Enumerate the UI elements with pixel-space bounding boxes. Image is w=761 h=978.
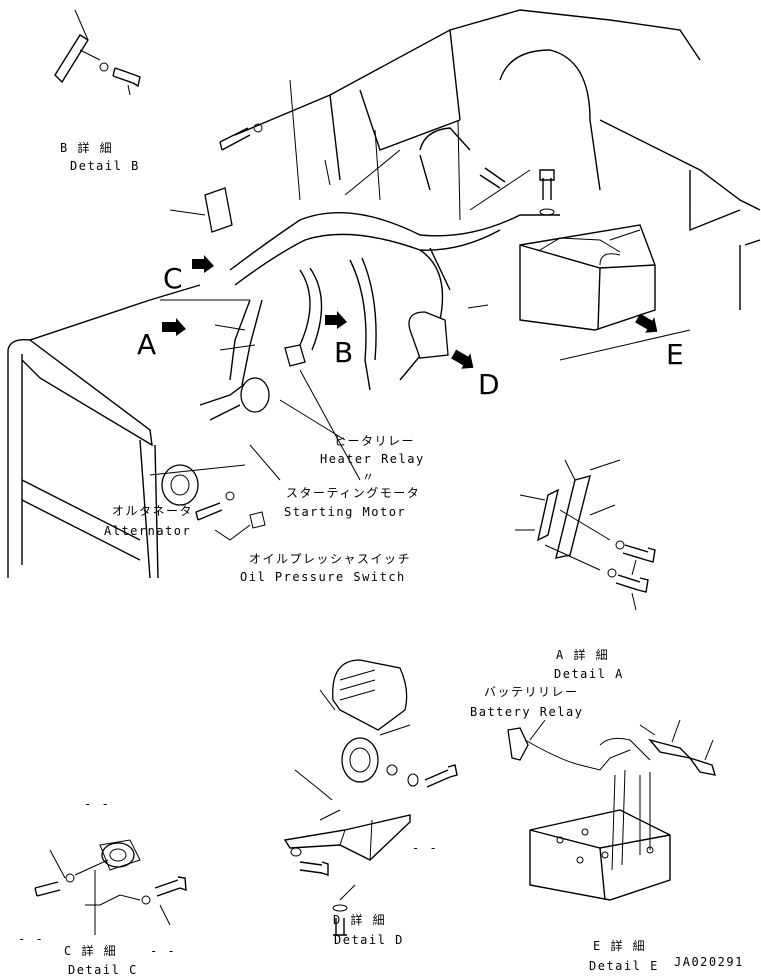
oil-pressure-switch-en: Oil Pressure Switch — [240, 570, 406, 584]
ditto-mark: 〃 — [362, 470, 376, 484]
view-arrow-a-icon — [162, 318, 186, 336]
detail-d-drawing — [283, 659, 458, 936]
view-label-d: D — [478, 368, 500, 401]
oil-pressure-switch-ja: オイルプレッシャスイッチ — [249, 552, 411, 566]
battery-relay-ja: バッテリリレー — [484, 685, 579, 699]
battery-relay-en: Battery Relay — [470, 705, 583, 719]
heater-relay-en: Heater Relay — [320, 452, 425, 466]
detail-a-en: Detail A — [554, 667, 624, 681]
alternator-en: Alternator — [104, 524, 191, 538]
starting-motor-ja: スターティングモータ — [286, 486, 420, 500]
detail-e-drawing — [507, 719, 717, 901]
view-label-a: A — [137, 328, 156, 361]
view-arrow-e-icon — [635, 313, 658, 333]
heater-relay-ja: ヒータリレー — [334, 434, 415, 448]
dash-mark-d: - - — [412, 841, 438, 855]
alternator-ja: オルタネータ — [112, 504, 193, 518]
main-assembly: A C B D E — [7, 9, 761, 579]
detail-b-drawing — [54, 9, 141, 96]
dash-mark-c3: - - — [150, 944, 176, 958]
view-label-e: E — [666, 338, 684, 371]
detail-a-ja: A 詳 細 — [556, 647, 609, 662]
detail-a-drawing — [515, 459, 656, 611]
detail-c-ja: C 詳 細 — [64, 943, 117, 958]
view-label-b: B — [334, 336, 353, 369]
detail-c-en: Detail C — [68, 963, 138, 977]
detail-e-ja: E 詳 細 — [593, 938, 646, 953]
detail-b-en: Detail B — [70, 159, 140, 173]
detail-d-en: Detail D — [334, 933, 404, 947]
view-label-c: C — [163, 262, 183, 295]
view-arrow-b-icon — [325, 311, 347, 329]
drawing-number: JA020291 — [674, 955, 744, 969]
starting-motor-en: Starting Motor — [284, 505, 406, 519]
detail-d-ja: D 詳 細 — [333, 912, 386, 927]
dash-mark-c2: - - — [18, 932, 44, 946]
detail-c-drawing — [34, 839, 187, 935]
dash-mark-c1: - - — [84, 797, 110, 811]
detail-e-en: Detail E — [589, 959, 659, 973]
view-arrow-c-icon — [192, 255, 214, 273]
view-arrow-d-icon — [451, 349, 474, 369]
detail-b-ja: B 詳 細 — [60, 140, 113, 155]
